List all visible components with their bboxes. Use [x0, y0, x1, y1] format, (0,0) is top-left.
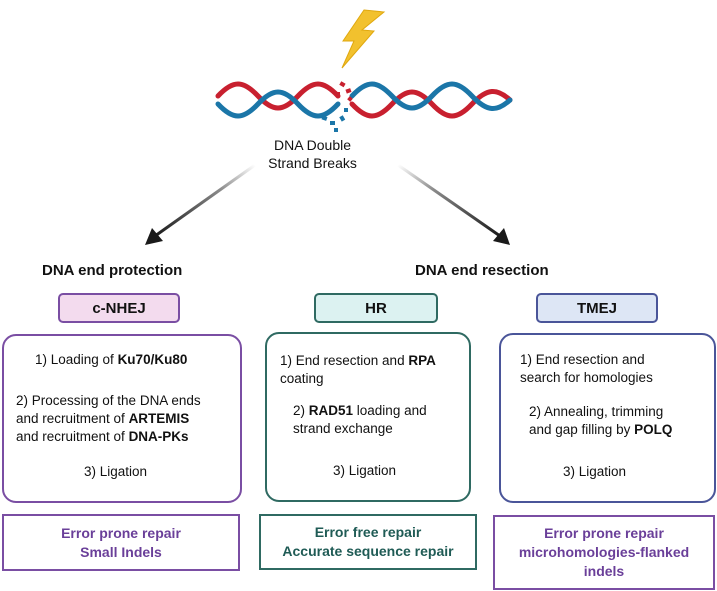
step-text: 2) Processing of the DNA ends — [16, 393, 201, 408]
step-text: 1) End resection and — [280, 353, 409, 368]
lightning-bolt-icon — [341, 9, 386, 69]
protein-name: DNA-PKs — [128, 429, 189, 444]
pathway-tag-cnhej: c-NHEJ — [58, 293, 180, 323]
caption-line-1: DNA Double — [273, 137, 352, 153]
step-text: 2) Annealing, trimming — [529, 404, 664, 419]
outcome-line: Accurate sequence repair — [282, 543, 454, 559]
cnhej-step-2: 2) Processing of the DNA ends and recrui… — [16, 392, 201, 446]
outcome-line: microhomologies-flanked — [518, 544, 690, 560]
protein-name: POLQ — [634, 422, 673, 437]
pathway-tag-hr: HR — [314, 293, 438, 323]
tmej-step-3: 3) Ligation — [563, 464, 627, 479]
cnhej-step-1: 1) Loading of Ku70/Ku80 — [35, 351, 187, 369]
step-text: coating — [280, 371, 324, 386]
outcome-line: Small Indels — [80, 543, 162, 560]
protein-name: ARTEMIS — [128, 411, 190, 426]
tmej-steps-box: 1) End resection and search for homologi… — [499, 333, 716, 503]
step-text: and recruitment of — [16, 429, 129, 444]
protein-name: Ku70/Ku80 — [117, 352, 188, 367]
dna-helix-icon — [215, 81, 513, 119]
protein-name: RPA — [408, 353, 436, 368]
protein-name: RAD51 — [308, 403, 354, 418]
step-text: and gap filling by — [529, 422, 635, 437]
outcome-line: Error prone repair — [544, 525, 664, 541]
tmej-step-1: 1) End resection and search for homologi… — [520, 351, 653, 387]
arrow-left-icon — [145, 163, 256, 245]
outcome-line: Error free repair — [314, 524, 422, 540]
arrow-right-icon — [397, 163, 510, 245]
dsb-caption: DNA Double Strand Breaks — [250, 136, 375, 172]
step-text: strand exchange — [293, 421, 393, 436]
outcome-line: indels — [583, 563, 625, 579]
tmej-outcome-box: Error prone repair microhomologies-flank… — [493, 515, 715, 590]
section-end-protection: DNA end protection — [42, 262, 183, 279]
cnhej-steps-box: 1) Loading of Ku70/Ku80 2) Processing of… — [2, 334, 242, 503]
cnhej-step-3: 3) Ligation — [84, 464, 148, 479]
tmej-step-2: 2) Annealing, trimming and gap filling b… — [529, 403, 672, 439]
step-text: search for homologies — [520, 370, 653, 385]
hr-steps-box: 1) End resection and RPA coating 2) RAD5… — [265, 332, 471, 502]
pathway-tag-tmej: TMEJ — [536, 293, 658, 323]
hr-outcome-box: Error free repair Accurate sequence repa… — [259, 514, 477, 570]
cnhej-outcome-box: Error prone repair Small Indels — [2, 514, 240, 571]
step-text: 2) — [293, 403, 309, 418]
step-text: 1) End resection and — [520, 352, 645, 367]
break-fragments — [321, 81, 353, 132]
step-text: loading and — [353, 403, 427, 418]
hr-step-1: 1) End resection and RPA coating — [280, 352, 436, 388]
caption-line-2: Strand Breaks — [268, 155, 357, 171]
step-text: 1) Loading of — [35, 352, 118, 367]
section-end-resection: DNA end resection — [415, 262, 549, 279]
step-text: and recruitment of — [16, 411, 129, 426]
hr-step-3: 3) Ligation — [333, 463, 397, 478]
hr-step-2: 2) RAD51 loading and strand exchange — [293, 402, 427, 438]
outcome-line: Error prone repair — [61, 524, 181, 541]
